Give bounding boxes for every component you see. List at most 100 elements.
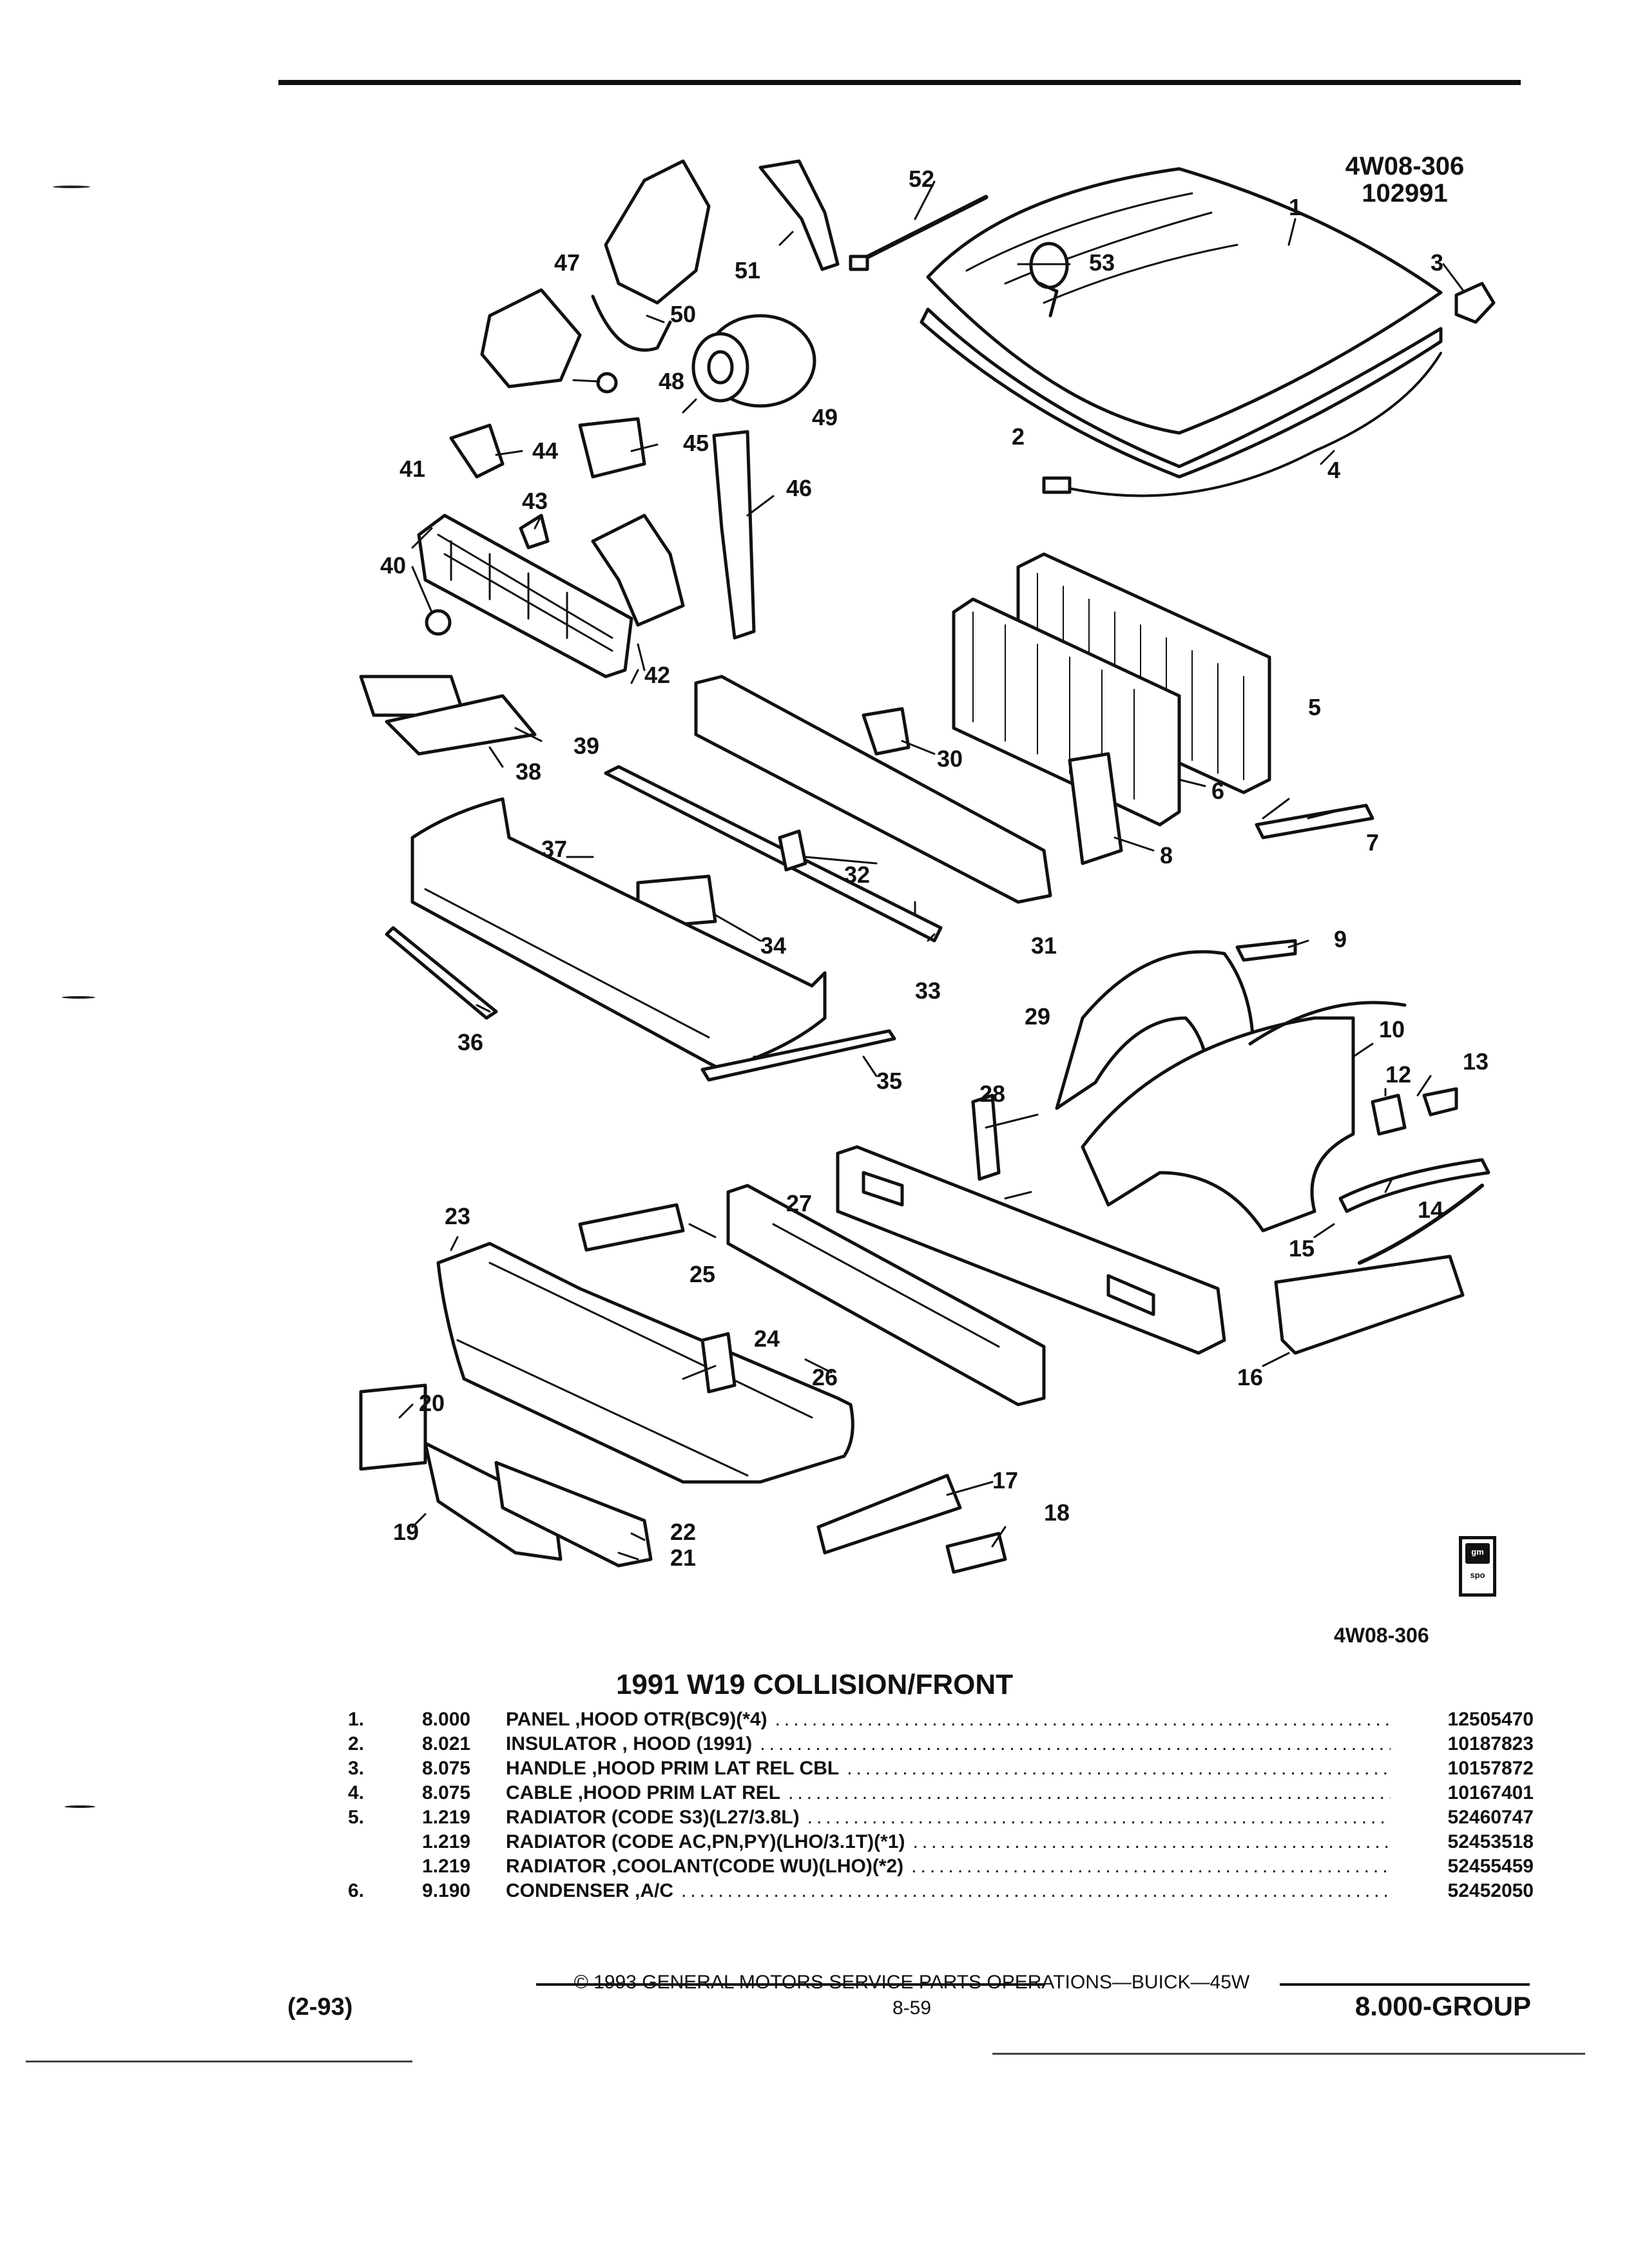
- radiator-support: [694, 675, 1052, 904]
- callout-26: 26: [812, 1364, 838, 1390]
- parts-row: 4. 8.075 CABLE ,HOOD PRIM LAT REL ......…: [348, 1782, 1534, 1807]
- part-number: 52453518: [1447, 1831, 1534, 1852]
- part-number: 12505470: [1447, 1709, 1534, 1730]
- gm-spo-logo: gm spo: [1459, 1536, 1496, 1597]
- callout-12: 12: [1385, 1061, 1411, 1088]
- callout-43: 43: [522, 488, 548, 514]
- callout-20: 20: [419, 1390, 445, 1416]
- front-emblem: [385, 694, 537, 756]
- callout-6: 6: [1211, 778, 1224, 804]
- dot-leader: ........................................…: [911, 1856, 1391, 1877]
- footer-rule-right: [1280, 1983, 1530, 1986]
- dot-leader: ........................................…: [807, 1807, 1391, 1828]
- callout-10: 10: [1379, 1016, 1405, 1043]
- air-deflector: [604, 765, 943, 943]
- callout-41: 41: [400, 456, 425, 482]
- part-description: RADIATOR (CODE S3)(L27/3.8L): [506, 1807, 800, 1828]
- impact-bar: [836, 1145, 1226, 1355]
- part-description: RADIATOR (CODE AC,PN,PY)(LHO/3.1T)(*1): [506, 1831, 905, 1852]
- part-number: 52455459: [1447, 1856, 1534, 1877]
- group-label: 8.000-GROUP: [1354, 1991, 1531, 2021]
- part-number: 10157872: [1447, 1758, 1534, 1779]
- top-rule: [278, 80, 1521, 85]
- callout-31: 31: [1031, 932, 1057, 959]
- part-description: PANEL ,HOOD OTR(BC9)(*4): [506, 1709, 767, 1730]
- callout-15: 15: [1289, 1235, 1315, 1262]
- dot-leader: ........................................…: [847, 1758, 1391, 1779]
- parts-list: 1. 8.000 PANEL ,HOOD OTR(BC9)(*4) ......…: [348, 1709, 1534, 1905]
- part-group: 1.219: [422, 1831, 471, 1852]
- rocker-molding: [1274, 1254, 1465, 1355]
- part-group: 1.219: [422, 1856, 471, 1877]
- callout-19: 19: [393, 1519, 419, 1545]
- callout-35: 35: [876, 1068, 902, 1094]
- illustration-code: 4W08-306: [1345, 152, 1465, 180]
- callout-16: 16: [1237, 1364, 1263, 1390]
- callout-34: 34: [760, 932, 786, 959]
- part-group: 8.075: [422, 1758, 471, 1779]
- callout-49: 49: [812, 404, 838, 430]
- page-footer: (2-93) © 1993 GENERAL MOTORS SERVICE PAR…: [0, 1972, 1629, 2023]
- callout-42: 42: [644, 662, 670, 688]
- part-number: 10187823: [1447, 1733, 1534, 1754]
- callout-51: 51: [735, 257, 760, 284]
- bottom-rule-right: [992, 2053, 1585, 2055]
- callout-25: 25: [689, 1261, 715, 1287]
- callout-3: 3: [1431, 249, 1443, 276]
- bottom-rule-left: [26, 2061, 412, 2062]
- front-fender: [1081, 1016, 1355, 1233]
- callout-14: 14: [1418, 1196, 1443, 1223]
- part-index: 5.: [348, 1807, 365, 1828]
- parts-row: 3. 8.075 HANDLE ,HOOD PRIM LAT REL CBL .…: [348, 1758, 1534, 1782]
- callout-39: 39: [574, 733, 599, 759]
- alternator-bracket: [604, 159, 711, 305]
- callout-4: 4: [1327, 457, 1340, 483]
- callout-52: 52: [909, 166, 934, 192]
- footer-rule-left: [536, 1983, 1045, 1986]
- part-group: 1.219: [422, 1807, 471, 1828]
- rear-bumper: [436, 1242, 854, 1484]
- parts-row: 1.219 RADIATOR ,COOLANT(CODE WU)(LHO)(*2…: [348, 1856, 1534, 1880]
- copyright: © 1993 GENERAL MOTORS SERVICE PARTS OPER…: [574, 1972, 1250, 1993]
- energy-absorber: [726, 1184, 1046, 1407]
- hood-panel: [926, 167, 1443, 435]
- ac-condenser: [952, 597, 1181, 827]
- parts-row: 5. 1.219 RADIATOR (CODE S3)(L27/3.8L) ..…: [348, 1807, 1534, 1831]
- parts-row: 2. 8.021 INSULATOR , HOOD (1991) .......…: [348, 1733, 1534, 1758]
- hood-cable: [1062, 352, 1442, 497]
- engine-mount-bracket: [480, 288, 582, 389]
- callout-30: 30: [937, 745, 963, 772]
- callout-2: 2: [1012, 423, 1025, 450]
- callout-32: 32: [844, 861, 870, 888]
- dot-leader: ........................................…: [912, 1831, 1391, 1852]
- date-code: 102991: [1362, 179, 1448, 207]
- callout-33: 33: [915, 977, 941, 1004]
- radiator-support-brace: [712, 430, 756, 640]
- part-index: 4.: [348, 1782, 365, 1803]
- logo-text-bottom: spo: [1470, 1570, 1485, 1580]
- callout-8: 8: [1160, 842, 1173, 869]
- part-description: INSULATOR , HOOD (1991): [506, 1733, 753, 1754]
- part-description: HANDLE ,HOOD PRIM LAT REL CBL: [506, 1758, 840, 1779]
- part-description: CONDENSER ,A/C: [506, 1880, 674, 1901]
- part-description: CABLE ,HOOD PRIM LAT REL: [506, 1782, 781, 1803]
- dot-leader: ........................................…: [760, 1733, 1391, 1754]
- part-index: 3.: [348, 1758, 365, 1779]
- callout-27: 27: [786, 1190, 812, 1216]
- part-group: 8.075: [422, 1782, 471, 1803]
- parts-row: 1. 8.000 PANEL ,HOOD OTR(BC9)(*4) ......…: [348, 1709, 1534, 1733]
- callout-36: 36: [458, 1029, 483, 1055]
- part-group: 8.000: [422, 1709, 471, 1730]
- parts-row: 1.219 RADIATOR (CODE AC,PN,PY)(LHO/3.1T)…: [348, 1831, 1534, 1856]
- edition-date: (2-93): [287, 1994, 353, 2021]
- part-group: 9.190: [422, 1880, 471, 1901]
- hood-handle: [1454, 282, 1496, 324]
- scan-mark: [64, 1805, 95, 1808]
- callout-28: 28: [979, 1081, 1005, 1107]
- page-title: 1991 W19 COLLISION/FRONT: [615, 1669, 1014, 1700]
- callout-5: 5: [1308, 694, 1321, 720]
- callout-50: 50: [670, 301, 696, 327]
- part-number: 10167401: [1447, 1782, 1534, 1803]
- callout-46: 46: [786, 475, 812, 501]
